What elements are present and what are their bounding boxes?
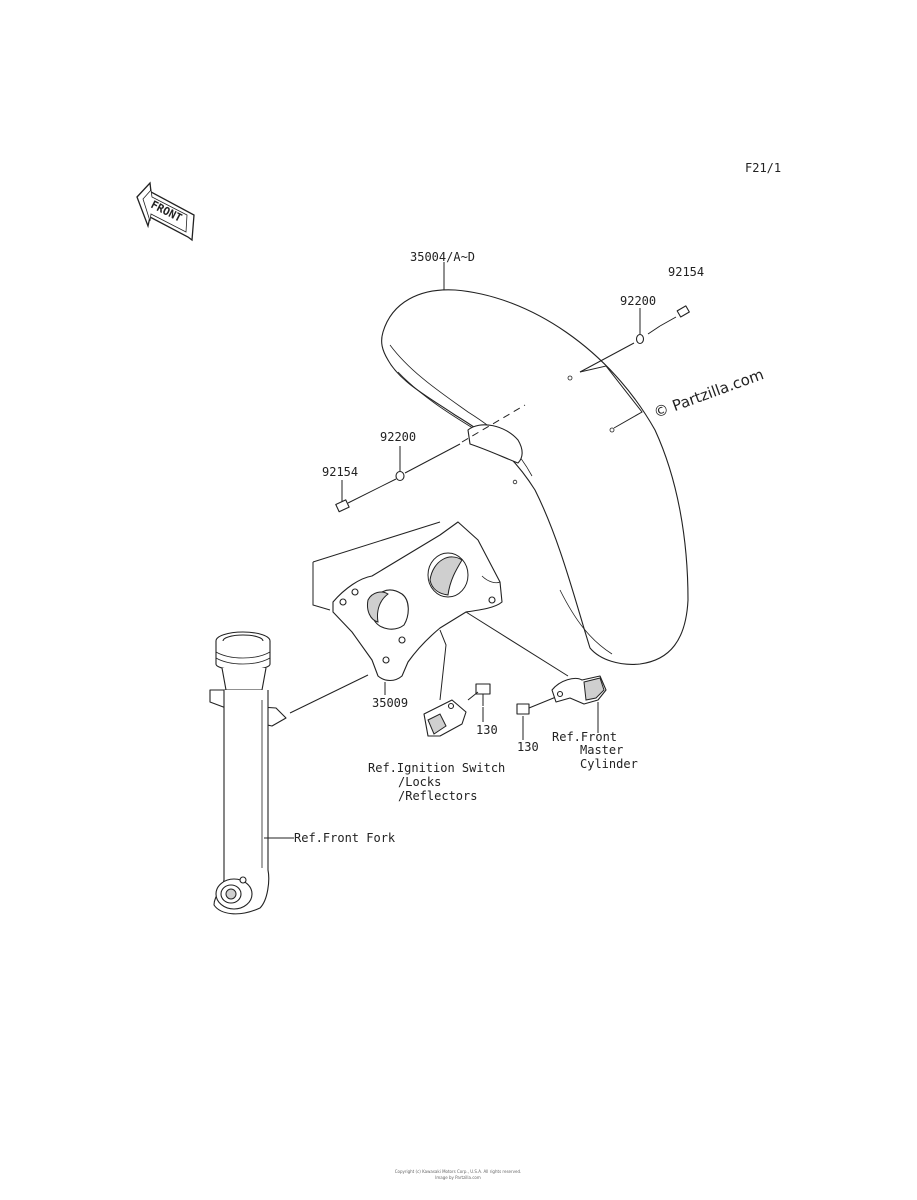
callout-fender: 35004/A~D [410, 250, 475, 264]
fender-bracket [332, 521, 503, 682]
callout-bracket: 35009 [372, 696, 408, 710]
callout-bolt-upper: 92154 [668, 265, 704, 279]
master-cylinder-clamp [551, 675, 607, 705]
washer-lower [395, 470, 405, 482]
figure-code: F21/1 [745, 161, 781, 175]
footer-copyright: Copyright (c) Kawasaki Motors Corp., U.S… [395, 1169, 522, 1174]
ref-master-cylinder-line3: Cylinder [580, 757, 638, 771]
ref-ignition-line3: /Reflectors [398, 789, 477, 803]
footer-credit: Image by Partzilla.com [435, 1175, 481, 1180]
watermark: © Partzilla.com [651, 365, 766, 422]
ref-ignition-line2: /Locks [398, 775, 441, 789]
bolt-right [516, 696, 557, 715]
front-direction-arrow-icon: FRONT [136, 181, 195, 242]
ref-front-fork: Ref.Front Fork [294, 831, 396, 845]
ref-master-cylinder-line1: Ref.Front [552, 730, 617, 744]
front-fork [209, 631, 287, 915]
callout-washer-upper: 92200 [620, 294, 656, 308]
callout-bolt-center: 130 [476, 723, 498, 737]
bolt-center [467, 683, 491, 706]
callout-washer-lower: 92200 [380, 430, 416, 444]
washer-upper [635, 333, 645, 345]
ignition-switch-bracket [423, 699, 467, 737]
bolt-upper [659, 305, 690, 327]
ref-master-cylinder-line2: Master [580, 743, 623, 757]
ref-ignition-line1: Ref.Ignition Switch [368, 761, 505, 775]
bolt-lower [335, 499, 350, 513]
callout-bolt-right: 130 [517, 740, 539, 754]
callout-bolt-lower: 92154 [322, 465, 358, 479]
front-fender [381, 289, 689, 665]
